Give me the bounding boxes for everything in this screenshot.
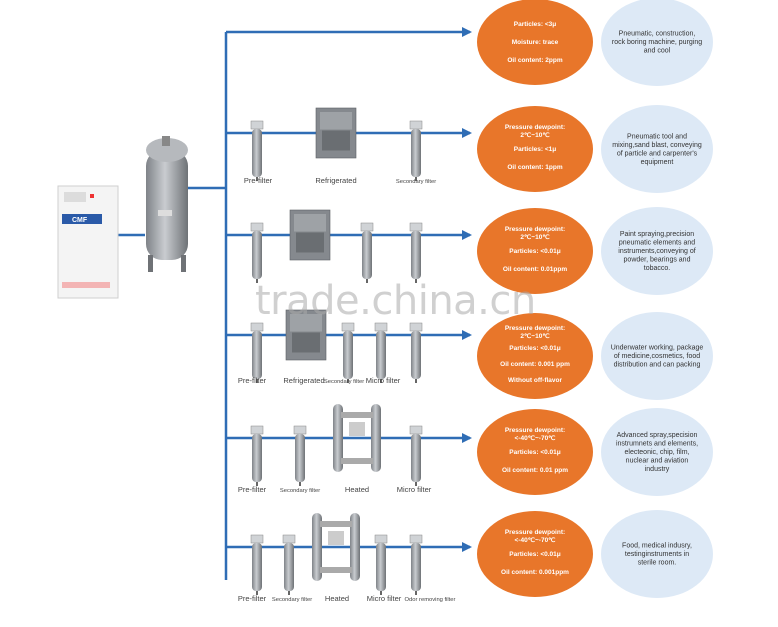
equipment-label: Refrigerated	[315, 176, 356, 185]
treatment-row-6: Pre-filter Secondary filter Heated Micro fi…	[226, 510, 713, 603]
equipment-label: Odor removing filter	[405, 597, 456, 603]
spec-line: Oil content: 2ppm	[507, 57, 562, 64]
filter-unit	[250, 534, 264, 595]
filter-unit	[409, 222, 423, 283]
filter-unit	[341, 322, 355, 383]
refrigerated-dryer	[289, 209, 331, 261]
compressor-logo: CMF	[72, 217, 88, 224]
equipment-label: Pre-filter	[238, 485, 267, 494]
filter-unit	[250, 322, 264, 383]
equipment-label: Heated	[325, 594, 349, 603]
spec-line: Oil content: 0.01 ppm	[502, 467, 568, 474]
equipment-label: Secondary filter	[396, 179, 436, 185]
spec-line: Oil content: 0.01ppm	[503, 266, 568, 273]
filter-unit	[293, 425, 307, 486]
spec-line: Particles: <3μ	[514, 21, 556, 28]
filter-unit	[282, 534, 296, 595]
spec-line: Oil content: 0.001ppm	[501, 569, 569, 576]
spec-ellipse	[477, 409, 593, 495]
filter-unit	[409, 425, 423, 486]
spec-line: Pressure dewpoint:2℃~10℃	[505, 226, 565, 241]
treatment-row-2: Pre-filter Refrigerated Secondary filter Pr…	[226, 105, 713, 193]
filter-unit	[360, 222, 374, 283]
equipment-label: Pre-filter	[238, 594, 267, 603]
spec-ellipse	[477, 0, 593, 85]
application-bubble	[601, 510, 713, 598]
air-compressor: CMF	[57, 185, 119, 299]
spec-ellipse	[477, 313, 593, 399]
filter-unit	[374, 322, 388, 383]
equipment-label: Micro filter	[366, 376, 401, 385]
filter-unit	[250, 120, 264, 181]
application-bubble	[601, 312, 713, 400]
filter-unit	[250, 425, 264, 486]
equipment-label: Micro filter	[397, 485, 432, 494]
spec-line: Oil content: 0.001 ppm	[500, 361, 570, 368]
filter-unit	[409, 322, 423, 383]
spec-ellipse	[477, 106, 593, 192]
refrigerated-dryer	[285, 309, 327, 361]
equipment-label: Secondary filter	[324, 379, 364, 385]
spec-line: Particles: <1μ	[514, 146, 556, 153]
spec-line: Particles: <0.01μ	[509, 449, 561, 456]
spec-line: Particles: <0.01μ	[509, 551, 561, 558]
filter-unit	[250, 222, 264, 283]
equipment-label: Secondary filter	[272, 597, 312, 603]
application-bubble	[601, 408, 713, 496]
spec-line: Without off-flavor	[508, 377, 563, 384]
spec-line: Particles: <0.01μ	[509, 248, 561, 255]
application-bubble	[601, 207, 713, 295]
spec-line: Pressure dewpoint:2℃~10℃	[505, 124, 565, 139]
filter-unit	[374, 534, 388, 595]
treatment-row-5: Pre-filter Secondary filter Heated Micro fi…	[226, 404, 713, 496]
spec-line: Particles: <0.01μ	[509, 345, 561, 352]
filter-unit	[409, 534, 423, 595]
spec-line: Pressure dewpoint:<-40℃~-70℃	[505, 427, 565, 442]
treatment-row-3: Pressure dewpoint:2℃~10℃ Particles: <0.01…	[226, 207, 713, 295]
application-bubble	[601, 105, 713, 193]
spec-line: Pressure dewpoint:<-40℃~-70℃	[505, 529, 565, 544]
pipe-network	[118, 32, 228, 580]
heated-dryer	[312, 513, 360, 581]
application-bubble	[601, 0, 713, 86]
equipment-label: Heated	[345, 485, 369, 494]
spec-line: Pressure dewpoint:2℃~10℃	[505, 325, 565, 340]
spec-line: Moisture: trace	[512, 39, 559, 46]
heated-dryer	[333, 404, 381, 472]
watermark: trade.china.cn	[255, 278, 536, 324]
application-text: Food, medical indusry,testinginstruments…	[622, 543, 692, 567]
air-receiver-tank	[146, 136, 188, 272]
equipment-label: Refrigerated	[283, 376, 324, 385]
filter-unit	[409, 120, 423, 181]
spec-ellipse	[477, 511, 593, 597]
equipment-label: Micro filter	[367, 594, 402, 603]
application-text: Pneumatic, construction,rock boring mach…	[612, 31, 702, 55]
spec-ellipse	[477, 208, 593, 294]
equipment-label: Pre-filter	[238, 376, 267, 385]
spec-line: Oil content: 1ppm	[507, 164, 562, 171]
equipment-label: Pre-filter	[244, 176, 273, 185]
equipment-label: Secondary filter	[280, 488, 320, 494]
refrigerated-dryer	[315, 107, 357, 159]
